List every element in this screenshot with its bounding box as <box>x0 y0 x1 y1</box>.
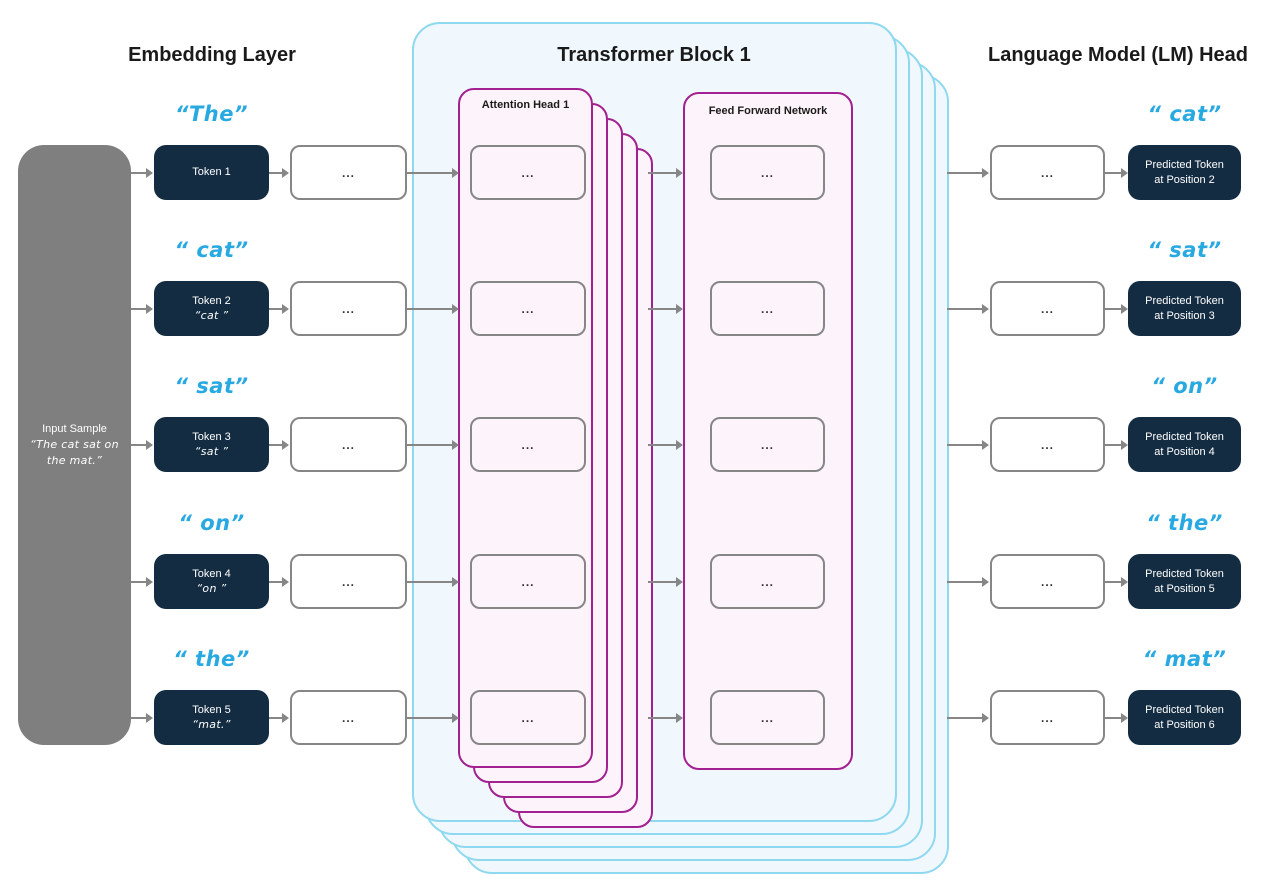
flow-arrow <box>269 712 289 723</box>
flow-arrow <box>947 712 989 723</box>
flow-arrow <box>648 576 683 587</box>
attention-vector-box: ... <box>470 690 586 745</box>
token-quote: “sat ” <box>194 444 229 458</box>
input-sample-quote: “The cat sat on the mat.” <box>30 438 119 467</box>
embedding-vector-box: ... <box>290 690 407 745</box>
flow-arrow <box>131 303 153 314</box>
token-title: Token 1 <box>192 166 231 179</box>
token-quote: “mat.” <box>192 717 231 731</box>
input-word-label: “The” <box>174 102 249 126</box>
flow-arrow <box>269 576 289 587</box>
flow-arrow <box>1103 576 1128 587</box>
token-box: Token 5 “mat.” <box>154 690 269 745</box>
predicted-token-box: Predicted Token at Position 6 <box>1128 690 1241 745</box>
input-word-label: “ cat” <box>174 238 249 262</box>
embedding-vector-box: ... <box>290 281 407 336</box>
input-sample-title: Input Sample <box>42 422 107 435</box>
output-word-label: “ on” <box>1151 374 1218 398</box>
flow-arrow <box>131 439 153 450</box>
attention-vector-box: ... <box>470 281 586 336</box>
token-quote: “on ” <box>196 581 227 595</box>
ffn-vector-box: ... <box>710 281 825 336</box>
attention-vector-box: ... <box>470 554 586 609</box>
flow-arrow <box>407 303 459 314</box>
lm-head-vector-box: ... <box>990 690 1105 745</box>
ffn-vector-box: ... <box>710 417 825 472</box>
predicted-token-box: Predicted Token at Position 2 <box>1128 145 1241 200</box>
ffn-vector-box: ... <box>710 145 825 200</box>
ffn-label: Feed Forward Network <box>708 105 828 117</box>
flow-arrow <box>269 167 289 178</box>
input-sample-box: Input Sample “The cat sat on the mat.” <box>18 145 131 745</box>
attention-head-label: Attention Head 1 <box>481 99 570 111</box>
predicted-token-box: Predicted Token at Position 4 <box>1128 417 1241 472</box>
flow-arrow <box>407 576 459 587</box>
embedding-vector-box: ... <box>290 554 407 609</box>
flow-arrow <box>269 303 289 314</box>
flow-arrow <box>648 712 683 723</box>
flow-arrow <box>131 576 153 587</box>
flow-arrow <box>1103 303 1128 314</box>
input-word-label: “ sat” <box>174 374 249 398</box>
lm-head-title: Language Model (LM) Head <box>988 44 1248 66</box>
flow-arrow <box>407 167 459 178</box>
token-box: Token 3 “sat ” <box>154 417 269 472</box>
attention-vector-box: ... <box>470 145 586 200</box>
lm-head-vector-box: ... <box>990 145 1105 200</box>
output-word-label: “ cat” <box>1147 102 1222 126</box>
lm-head-vector-box: ... <box>990 417 1105 472</box>
flow-arrow <box>947 439 989 450</box>
embedding-layer-title: Embedding Layer <box>128 44 296 66</box>
predicted-token-box: Predicted Token at Position 5 <box>1128 554 1241 609</box>
predicted-token-box: Predicted Token at Position 3 <box>1128 281 1241 336</box>
flow-arrow <box>269 439 289 450</box>
embedding-vector-box: ... <box>290 145 407 200</box>
ffn-vector-box: ... <box>710 690 825 745</box>
input-word-label: “ on” <box>178 511 245 535</box>
flow-arrow <box>947 303 989 314</box>
lm-head-vector-box: ... <box>990 281 1105 336</box>
flow-arrow <box>407 439 459 450</box>
flow-arrow <box>648 303 683 314</box>
transformer-block-title: Transformer Block 1 <box>557 44 751 66</box>
token-box: Token 4 “on ” <box>154 554 269 609</box>
flow-arrow <box>947 576 989 587</box>
token-box: Token 2 “cat ” <box>154 281 269 336</box>
flow-arrow <box>131 167 153 178</box>
ffn-vector-box: ... <box>710 554 825 609</box>
output-word-label: “ sat” <box>1147 238 1222 262</box>
output-word-label: “ the” <box>1146 511 1223 535</box>
output-word-label: “ mat” <box>1142 647 1227 671</box>
token-title: Token 4 <box>192 568 231 581</box>
token-box: Token 1 <box>154 145 269 200</box>
flow-arrow <box>1103 712 1128 723</box>
input-word-label: “ the” <box>173 647 250 671</box>
flow-arrow <box>648 167 683 178</box>
flow-arrow <box>1103 439 1128 450</box>
token-title: Token 2 <box>192 295 231 308</box>
token-title: Token 3 <box>192 431 231 444</box>
flow-arrow <box>407 712 459 723</box>
flow-arrow <box>1103 167 1128 178</box>
embedding-vector-box: ... <box>290 417 407 472</box>
token-title: Token 5 <box>192 704 231 717</box>
flow-arrow <box>131 712 153 723</box>
token-quote: “cat ” <box>194 308 229 322</box>
lm-head-vector-box: ... <box>990 554 1105 609</box>
flow-arrow <box>648 439 683 450</box>
attention-vector-box: ... <box>470 417 586 472</box>
flow-arrow <box>947 167 989 178</box>
